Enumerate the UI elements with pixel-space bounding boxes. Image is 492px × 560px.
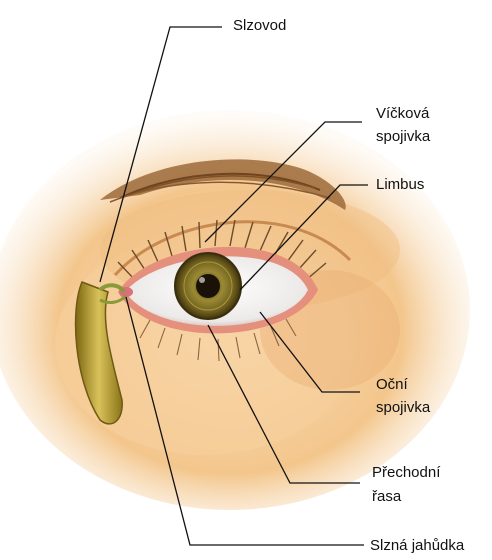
label-prechodni-line2: řasa: [372, 487, 401, 507]
label-ocni-line1: Oční: [376, 375, 408, 395]
label-slzna-jahudka: Slzná jahůdka: [370, 536, 464, 556]
label-slzovod: Slzovod: [233, 16, 286, 36]
label-ocni-line2: spojivka: [376, 398, 430, 418]
label-prechodni-line1: Přechodní: [372, 463, 440, 483]
label-limbus: Limbus: [376, 175, 424, 195]
pupil-highlight: [199, 277, 205, 283]
label-vickova-line1: Víčková: [376, 104, 429, 124]
label-vickova-line2: spojivka: [376, 127, 430, 147]
pupil: [196, 274, 220, 298]
